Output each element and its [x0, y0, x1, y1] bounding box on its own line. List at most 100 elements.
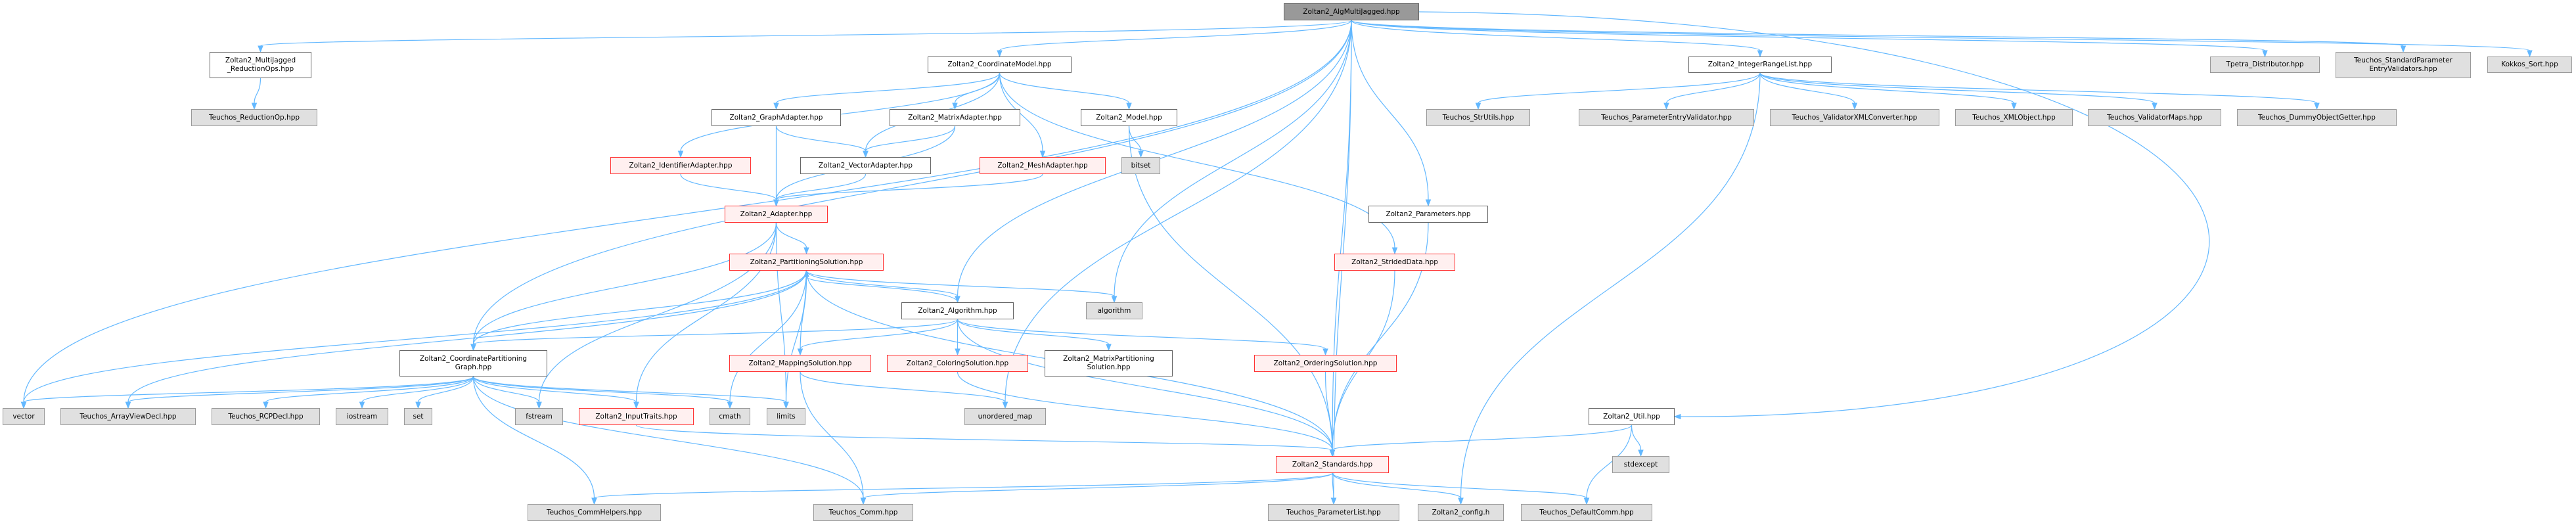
edge-util-to-defaultComm: [1586, 424, 1633, 499]
edge-arrowhead: [773, 199, 779, 207]
node-mapping[interactable]: Zoltan2_MappingSolution.hpp: [729, 355, 871, 372]
node-param-entry-validator: Teuchos_ParameterEntryValidator.hpp: [1579, 109, 1754, 126]
edge-partSol-to-limits: [785, 270, 807, 403]
node-kokkos: Kokkos_Sort.hpp: [2487, 57, 2572, 73]
node-vector-adapter[interactable]: Zoltan2_VectorAdapter.hpp: [800, 157, 931, 174]
node-coord-model[interactable]: Zoltan2_CoordinateModel.hpp: [928, 57, 1072, 73]
edge-arrowhead: [1425, 199, 1432, 207]
edge-root-to-stdParam: [1351, 20, 2404, 47]
edge-arrowhead: [536, 401, 542, 409]
edge-matrixAdapter-to-vectorAdapter: [865, 126, 956, 152]
edge-root-to-parameters: [1351, 20, 1429, 200]
node-teuchos-comm: Teuchos_Comm.hpp: [813, 504, 913, 521]
node-matrix-part[interactable]: Zoltan2_MatrixPartitioning Solution.hpp: [1045, 350, 1173, 377]
edge-arrowhead: [1391, 247, 1398, 255]
edge-root-to-tpetra: [1351, 20, 2266, 51]
edge-arrowhead: [415, 401, 421, 409]
node-model[interactable]: Zoltan2_Model.hpp: [1081, 109, 1177, 126]
node-input-traits[interactable]: Zoltan2_InputTraits.hpp: [579, 408, 694, 425]
node-adapter[interactable]: Zoltan2_Adapter.hpp: [725, 206, 828, 223]
node-limits: limits: [767, 408, 805, 425]
edge-arrowhead: [727, 401, 733, 409]
edge-inputTraits-to-standards: [635, 424, 1333, 451]
edge-adapter-to-fstream: [538, 222, 777, 403]
edge-arrowhead: [1583, 497, 1590, 505]
edge-arrowhead: [1111, 296, 1118, 304]
node-coord-part-graph[interactable]: Zoltan2_CoordinatePartitioning Graph.hpp: [399, 350, 547, 377]
edge-arrowhead: [1138, 150, 1144, 158]
edge-mapping-to-partSol: [800, 276, 807, 355]
edge-arrowhead: [1475, 103, 1481, 110]
edge-algorithmHpp-to-mapping: [800, 319, 959, 350]
edge-util-to-stdexcept: [1631, 424, 1642, 451]
edge-arrowhead: [470, 344, 476, 352]
edge-arrowhead: [955, 296, 960, 304]
node-reduction-ops[interactable]: Zoltan2_MultiJagged _ReductionOps.hpp: [210, 52, 311, 78]
node-algorithm-hpp[interactable]: Zoltan2_Algorithm.hpp: [901, 302, 1014, 319]
node-util[interactable]: Zoltan2_Util.hpp: [1589, 408, 1675, 425]
edge-root-to-algorithmStd: [1114, 20, 1352, 297]
edge-arrowhead: [2262, 50, 2268, 58]
edge-coordPartGraph-to-fstream: [472, 376, 540, 403]
node-vector: vector: [3, 408, 45, 425]
node-part-sol[interactable]: Zoltan2_PartitioningSolution.hpp: [729, 254, 884, 271]
node-strided-data[interactable]: Zoltan2_StridedData.hpp: [1334, 254, 1455, 271]
edge-standards-to-paramList: [1332, 472, 1334, 499]
node-mesh-adapter[interactable]: Zoltan2_MeshAdapter.hpp: [980, 157, 1106, 174]
node-identifier[interactable]: Zoltan2_IdentifierAdapter.hpp: [610, 157, 751, 174]
edge-coloring-to-standards: [957, 371, 1333, 451]
edge-arrowhead: [1663, 103, 1669, 110]
edge-coordPartGraph-to-iostream: [361, 376, 474, 403]
edge-arrowhead: [773, 103, 779, 110]
node-set: set: [404, 408, 432, 425]
edge-coordPartGraph-to-limits: [472, 376, 787, 403]
edge-arrowhead: [2400, 45, 2407, 53]
edge-algorithmHpp-to-matrixPart: [957, 319, 1110, 345]
edge-arrowhead: [677, 150, 684, 158]
node-root[interactable]: Zoltan2_AlgMultiJagged.hpp: [1284, 3, 1419, 20]
edge-reductionOps-to-reductionOp: [254, 78, 261, 104]
node-graph-adapter[interactable]: Zoltan2_GraphAdapter.hpp: [712, 109, 841, 126]
node-cmath: cmath: [710, 408, 750, 425]
edge-adapter-to-coordPartGraph: [472, 222, 777, 345]
edge-ordering-to-standards: [1324, 371, 1333, 451]
node-unordered-map: unordered_map: [964, 408, 1046, 425]
edge-algorithmHpp-to-coordPartGraph: [472, 319, 959, 345]
edge-integerRange-to-dummy: [1759, 72, 2318, 104]
edge-arrowhead: [1851, 103, 1858, 110]
edge-partSol-to-arrayView: [127, 270, 807, 403]
edge-root-to-coordModel: [999, 20, 1352, 51]
edge-arrowhead: [2011, 103, 2017, 110]
edge-algorithmHpp-to-standards: [957, 319, 1333, 451]
edge-adapter-to-inputTraits: [635, 222, 777, 403]
edge-arrowhead: [997, 50, 1003, 58]
edge-arrowhead: [952, 103, 958, 110]
node-matrix-adapter[interactable]: Zoltan2_MatrixAdapter.hpp: [890, 109, 1020, 126]
edge-vectorAdapter-to-adapter: [775, 173, 867, 200]
edge-adapter-to-partSol: [775, 222, 807, 248]
edge-arrowhead: [1458, 497, 1464, 505]
edge-util-to-standards: [1332, 424, 1633, 451]
node-dummy: Teuchos_DummyObjectGetter.hpp: [2237, 109, 2397, 126]
edge-arrowhead: [955, 348, 960, 356]
node-validator-maps: Teuchos_ValidatorMaps.hpp: [2088, 109, 2221, 126]
node-integer-range[interactable]: Zoltan2_IntegerRangeList.hpp: [1688, 57, 1832, 73]
edge-arrowhead: [1330, 497, 1337, 505]
node-parameters[interactable]: Zoltan2_Parameters.hpp: [1368, 206, 1488, 223]
node-coloring[interactable]: Zoltan2_ColoringSolution.hpp: [887, 355, 1028, 372]
edge-coordModel-to-meshAdapter: [999, 72, 1043, 152]
edge-root-to-integerRange: [1351, 20, 1761, 51]
node-ordering[interactable]: Zoltan2_OrderingSolution.hpp: [1254, 355, 1397, 372]
node-param-list: Teuchos_ParameterList.hpp: [1268, 504, 1399, 521]
edge-coordPartGraph-to-commHelpers: [472, 376, 595, 499]
edge-algorithmHpp-to-ordering: [957, 319, 1326, 350]
edge-arrowhead: [258, 45, 263, 53]
node-standards[interactable]: Zoltan2_Standards.hpp: [1276, 456, 1389, 473]
node-reduction-op: Teuchos_ReductionOp.hpp: [191, 109, 317, 126]
edge-algorithmHpp-to-partSol: [805, 276, 959, 303]
node-comm-helpers: Teuchos_CommHelpers.hpp: [528, 504, 661, 521]
edge-mapping-to-unorderedMap: [800, 371, 1006, 403]
node-algorithm-std: algorithm: [1086, 302, 1142, 319]
edge-arrowhead: [2314, 103, 2320, 110]
edge-arrowhead: [2527, 50, 2533, 58]
